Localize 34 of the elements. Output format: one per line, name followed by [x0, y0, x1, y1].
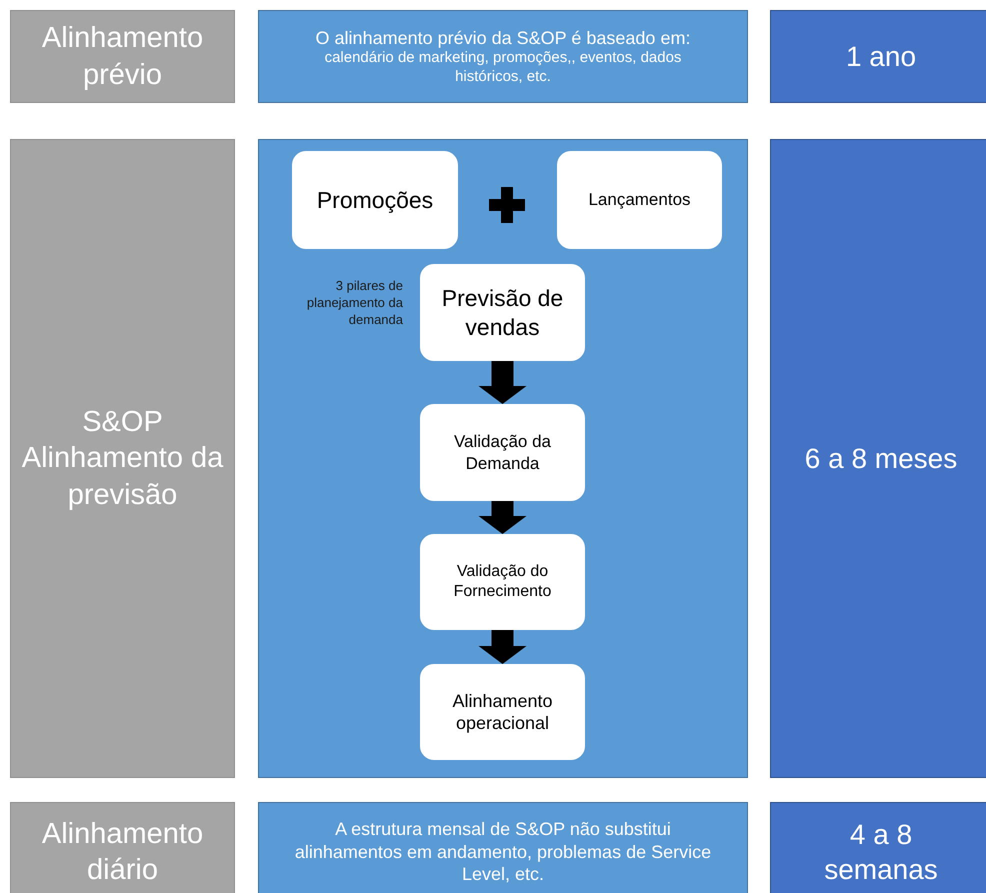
- node-text: 1 ano: [846, 40, 916, 74]
- node-text: A estrutura mensal de S&OP não substitui alinhamentos em andamento, problemas de Service Level, etc.: [294, 818, 712, 886]
- block-arrow: [478, 630, 526, 664]
- node-text: O alinhamento prévio da S&OP é baseado em:: [316, 26, 690, 49]
- outlined-box: [258, 139, 748, 778]
- node-text: Alinhamento diário: [40, 816, 204, 888]
- node-text: 6 a 8 meses: [804, 442, 958, 476]
- duration-box: [770, 10, 986, 103]
- node-text: Validação do Fornecimento: [452, 562, 552, 602]
- node-text: Alinhamento operacional: [451, 690, 554, 734]
- block-arrow: [478, 501, 526, 534]
- description-box: [258, 802, 748, 893]
- process-box: [420, 534, 585, 630]
- process-box: [420, 404, 585, 501]
- node-text: Alinhamento prévio: [40, 21, 204, 92]
- node-text: calendário de marketing, promoções,, eventos, dados históricos, etc.: [324, 49, 682, 86]
- node-text: Promoções: [316, 186, 434, 214]
- process-box: [557, 151, 722, 249]
- duration-box: [770, 139, 986, 778]
- row-label-box: [10, 802, 235, 893]
- row-label-box: [10, 139, 235, 778]
- note-text: 3 pilares de planejamento da demanda: [306, 278, 403, 329]
- process-box: [292, 151, 458, 249]
- process-box: [420, 664, 585, 760]
- duration-box: [770, 802, 986, 893]
- node-text: Validação da Demanda: [452, 431, 552, 474]
- node-text: Lançamentos: [588, 189, 691, 211]
- node-text: S&OP Alinhamento da previsão: [20, 405, 224, 513]
- block-arrow: [478, 361, 526, 404]
- node-text: 4 a 8 semanas: [823, 818, 939, 887]
- row-label-box: [10, 10, 235, 103]
- description-box: [258, 10, 748, 103]
- process-box: [420, 264, 585, 361]
- node-text: Previsão de vendas: [440, 284, 564, 342]
